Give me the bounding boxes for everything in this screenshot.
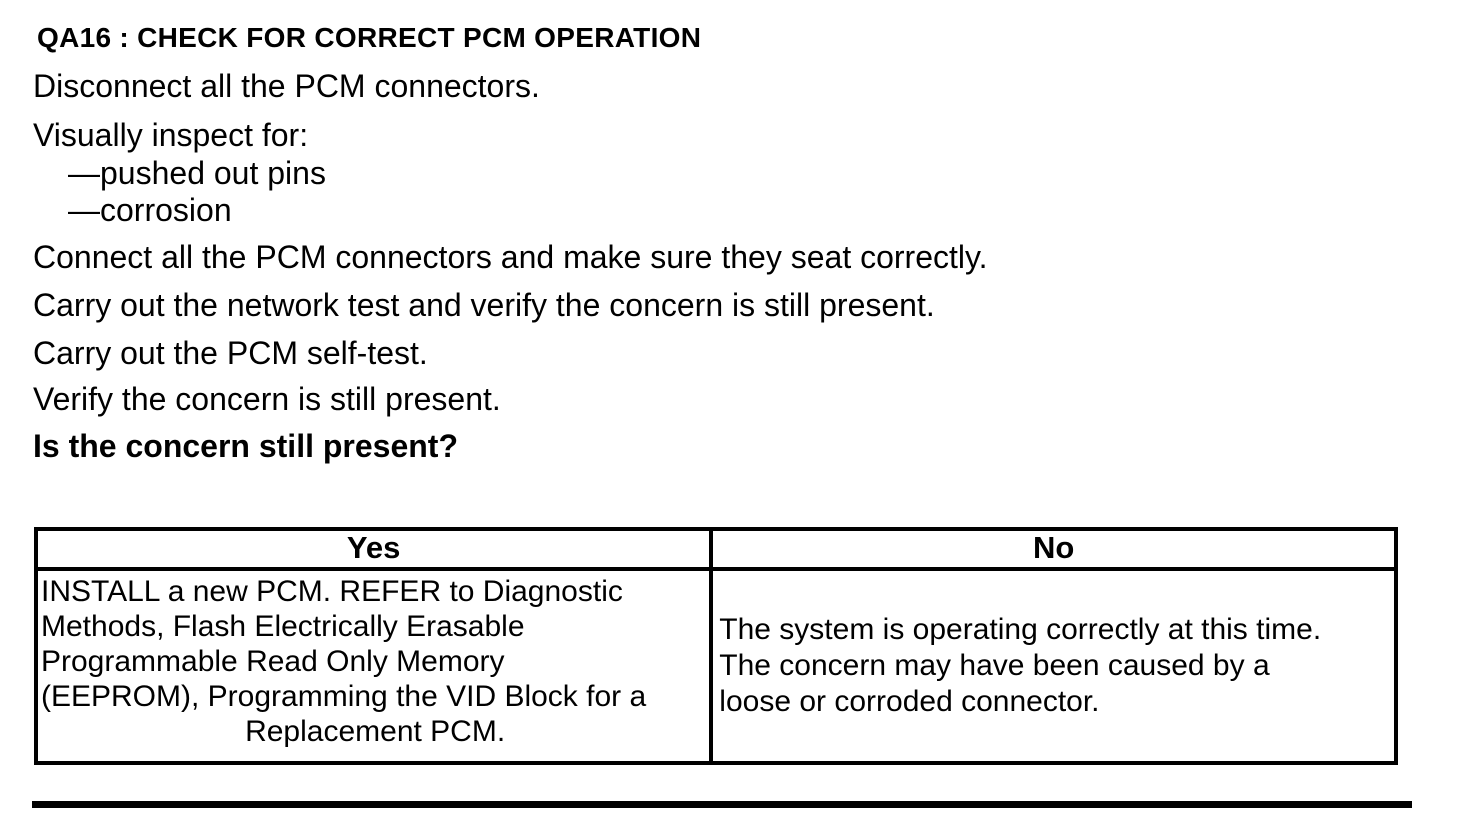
step-connect: Connect all the PCM connectors and make … [33,239,988,275]
procedure-heading: QA16 : CHECK FOR CORRECT PCM OPERATION [37,22,702,53]
yes-cell-line: Methods, Flash Electrically Erasable [41,610,525,643]
header-no: No [1032,530,1075,565]
step-verify: Verify the concern is still present. [33,381,501,417]
decision-question: Is the concern still present? [33,428,458,464]
step-self-test: Carry out the PCM self-test. [33,335,428,371]
no-cell-text: The system is operating correctly at thi… [719,612,1321,720]
result-table-body-row: INSTALL a new PCM. REFER to Diagnostic M… [38,571,1394,761]
yes-action-cell: INSTALL a new PCM. REFER to Diagnostic M… [38,571,714,761]
header-yes: Yes [38,531,714,567]
no-cell-line: loose or corroded connector. [719,685,1100,718]
inspect-item-pushed-out-pins: —pushed out pins [68,155,326,191]
yes-cell-line: (EEPROM), Programming the VID Block for … [41,680,647,713]
step-network-test: Carry out the network test and verify th… [33,287,935,323]
no-cell-line: The system is operating correctly at thi… [719,613,1322,646]
no-action-cell: The system is operating correctly at thi… [713,571,1394,761]
result-table-header-row: Yes No [38,531,1394,571]
yes-cell-line: Replacement PCM. [245,715,506,748]
step-disconnect: Disconnect all the PCM connectors. [33,68,540,104]
yes-cell-line: INSTALL a new PCM. REFER to Diagnostic [41,575,623,608]
yes-no-result-table: Yes No INSTALL a new PCM. REFER to Diagn… [34,527,1398,765]
yes-cell-line: Programmable Read Only Memory [41,645,505,678]
no-cell-line: The concern may have been caused by a [719,649,1270,682]
page-bottom-rule [32,801,1412,808]
inspect-item-corrosion: —corrosion [68,192,232,228]
step-inspect-intro: Visually inspect for: [33,117,309,153]
